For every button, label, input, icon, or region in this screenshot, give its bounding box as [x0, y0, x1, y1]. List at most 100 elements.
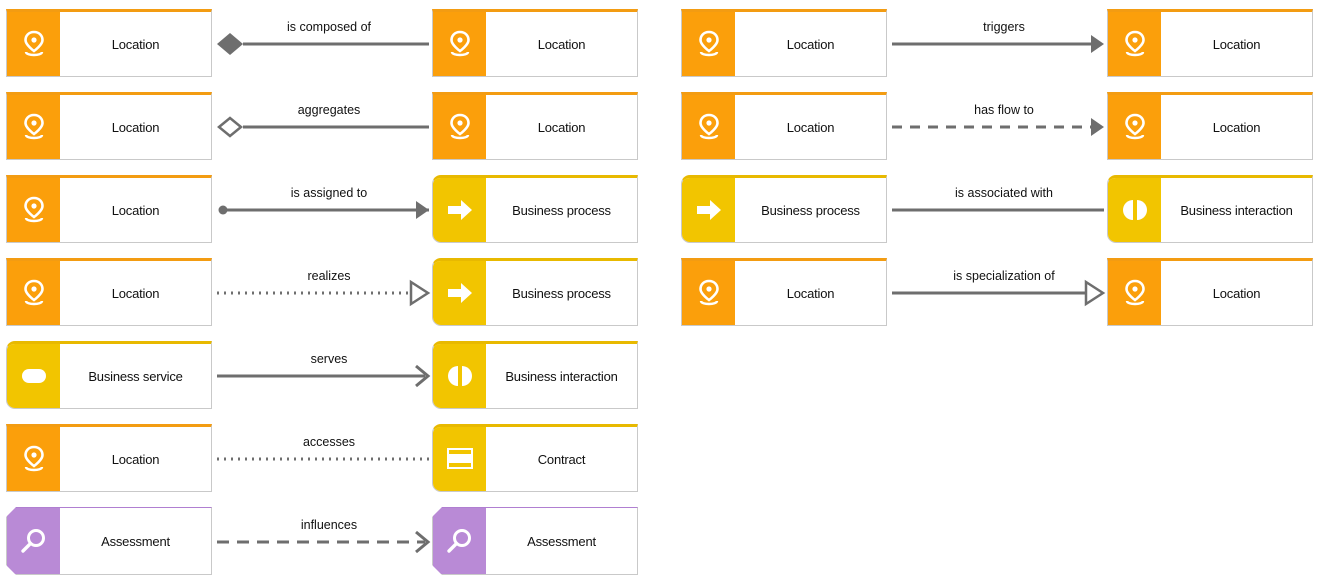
relationship-influence[interactable]: [217, 530, 431, 554]
element-label: Location: [537, 36, 586, 52]
contract-icon: [433, 427, 486, 491]
relationship-label: influences: [300, 518, 358, 532]
relationship-label: realizes: [307, 269, 351, 283]
relationship-specialization[interactable]: [892, 279, 1106, 307]
relationship-label: is specialization of: [953, 269, 1055, 283]
element-label: Location: [786, 36, 835, 52]
composition-diamond: [217, 33, 243, 55]
source-element[interactable]: Business service: [6, 341, 212, 409]
location-pin-icon: [7, 12, 60, 76]
target-element[interactable]: Location: [432, 9, 638, 77]
source-element[interactable]: Location: [6, 92, 212, 160]
arrowhead: [1091, 35, 1104, 53]
hollow-triangle-arrowhead: [1084, 279, 1106, 307]
location-pin-icon: [7, 261, 60, 325]
hollow-triangle-arrowhead: [409, 279, 431, 307]
element-label: Location: [111, 451, 160, 467]
element-label: Location: [1212, 119, 1261, 135]
element-label: Location: [111, 119, 160, 135]
assignment-dot: [218, 205, 228, 215]
element-label: Business interaction: [505, 368, 618, 384]
target-element[interactable]: Location: [1107, 9, 1313, 77]
element-label: Location: [1212, 36, 1261, 52]
arrowhead: [1091, 118, 1104, 136]
target-element[interactable]: Location: [1107, 92, 1313, 160]
location-pin-icon: [433, 95, 486, 159]
source-element[interactable]: Location: [681, 92, 887, 160]
element-type-strip: [1108, 12, 1161, 76]
target-element[interactable]: Assessment: [432, 507, 638, 575]
element-label: Location: [111, 202, 160, 218]
relationship-label: serves: [310, 352, 348, 366]
element-label: Contract: [537, 451, 586, 467]
location-pin-icon: [1108, 12, 1161, 76]
aggregation-diamond: [217, 116, 243, 138]
element-label: Business interaction: [1180, 202, 1293, 218]
relationship-assignment[interactable]: [218, 201, 430, 219]
relationship-label: is associated with: [955, 186, 1053, 200]
assessment-magnifier-icon: [433, 508, 486, 574]
location-pin-icon: [7, 95, 60, 159]
element-type-strip: [1108, 95, 1161, 159]
interaction-icon: [433, 344, 486, 408]
relationship-flow[interactable]: [892, 118, 1104, 136]
element-type-strip: [433, 344, 486, 408]
location-pin-icon: [682, 12, 735, 76]
relationship-serving[interactable]: [217, 364, 431, 388]
element-label: Location: [1212, 285, 1261, 301]
element-type-strip: [682, 95, 735, 159]
source-element[interactable]: Location: [681, 9, 887, 77]
target-element[interactable]: Business process: [432, 258, 638, 326]
relationship-label: is composed of: [286, 20, 372, 34]
open-arrowhead: [415, 364, 431, 388]
relationship-label: is assigned to: [290, 186, 368, 200]
element-label: Business service: [88, 368, 183, 384]
source-element[interactable]: Location: [6, 258, 212, 326]
element-type-strip: [7, 95, 60, 159]
source-element[interactable]: Location: [6, 9, 212, 77]
element-type-strip: [682, 261, 735, 325]
location-pin-icon: [7, 178, 60, 242]
element-type-strip: [7, 178, 60, 242]
element-type-strip: [433, 95, 486, 159]
element-label: Business process: [512, 202, 611, 218]
interaction-icon: [1108, 178, 1161, 242]
open-arrowhead: [415, 530, 431, 554]
element-type-strip: [1108, 261, 1161, 325]
relationship-aggregation[interactable]: [217, 116, 429, 138]
element-type-strip: [682, 12, 735, 76]
relationship-realization[interactable]: [217, 279, 431, 307]
target-element[interactable]: Business process: [432, 175, 638, 243]
process-arrow-icon: [433, 178, 486, 242]
source-element[interactable]: Location: [6, 424, 212, 492]
target-element[interactable]: Location: [432, 92, 638, 160]
source-element[interactable]: Assessment: [6, 507, 212, 575]
location-pin-icon: [682, 95, 735, 159]
element-type-strip: [1108, 178, 1161, 242]
element-label: Location: [786, 119, 835, 135]
target-element[interactable]: Location: [1107, 258, 1313, 326]
target-element[interactable]: Contract: [432, 424, 638, 492]
relationship-label: aggregates: [297, 103, 361, 117]
element-type-strip: [7, 508, 60, 574]
element-label: Assessment: [527, 533, 596, 549]
target-element[interactable]: Business interaction: [1107, 175, 1313, 243]
source-element[interactable]: Location: [6, 175, 212, 243]
element-type-strip: [7, 427, 60, 491]
element-label: Location: [786, 285, 835, 301]
relationship-composition[interactable]: [217, 33, 429, 55]
location-pin-icon: [7, 427, 60, 491]
element-label: Location: [537, 119, 586, 135]
location-pin-icon: [1108, 95, 1161, 159]
arrowhead: [416, 201, 429, 219]
source-element[interactable]: Business process: [681, 175, 887, 243]
element-label: Location: [111, 36, 160, 52]
target-element[interactable]: Business interaction: [432, 341, 638, 409]
source-element[interactable]: Location: [681, 258, 887, 326]
relationship-label: accesses: [302, 435, 356, 449]
process-arrow-icon: [433, 261, 486, 325]
element-label: Business process: [512, 285, 611, 301]
relationship-triggering[interactable]: [892, 35, 1104, 53]
process-arrow-icon: [682, 178, 735, 242]
